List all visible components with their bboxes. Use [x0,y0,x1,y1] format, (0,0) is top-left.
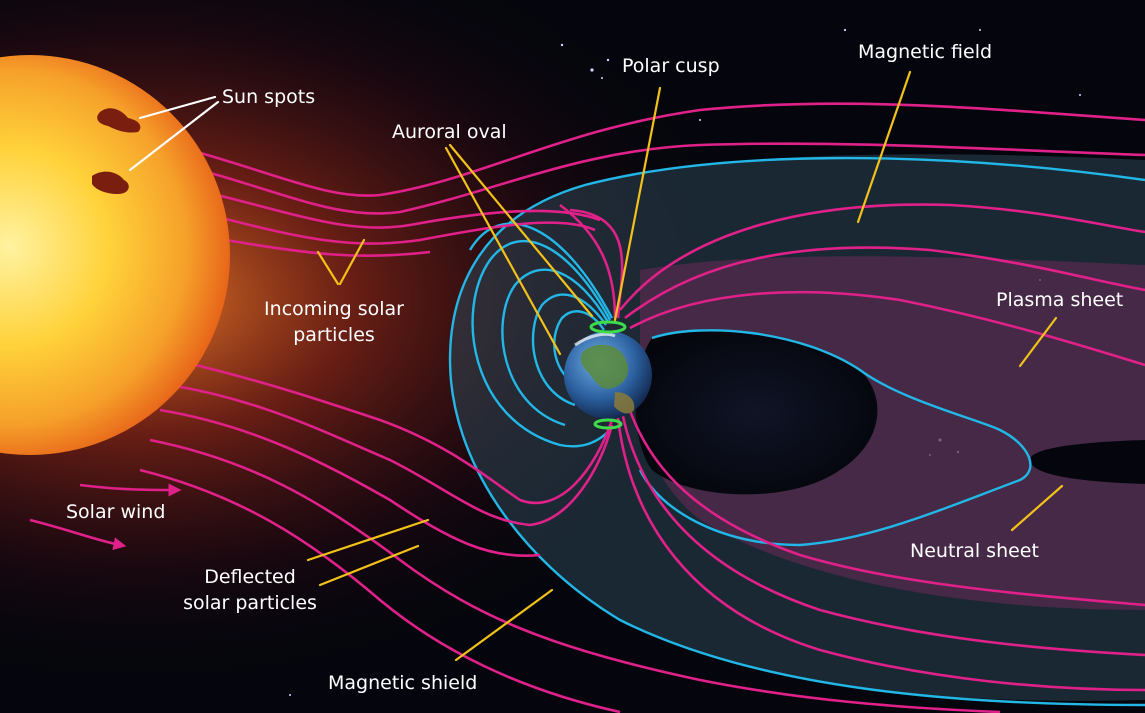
label-magnetic-field: Magnetic field [858,41,992,63]
label-deflected-line1: Deflected [204,566,296,588]
label-incoming-line1: Incoming solar [264,298,404,320]
label-neutral-sheet: Neutral sheet [910,540,1039,562]
auroral-ring-south [593,418,623,430]
neutral-sheet-gap [1030,440,1145,484]
label-magnetic-shield: Magnetic shield [328,672,477,694]
label-solar-wind: Solar wind [66,501,165,523]
sunspots [92,108,141,194]
auroral-ring-north [589,320,627,334]
sun-icon [0,55,230,455]
label-polar-cusp: Polar cusp [622,55,720,77]
magnetotail-cavity [635,330,878,495]
label-auroral-oval: Auroral oval [392,121,507,143]
label-deflected-line2: solar particles [183,592,317,614]
leader-lines [128,70,1064,662]
label-plasma-sheet: Plasma sheet [996,289,1123,311]
magnetic-field-lines [29,102,1145,713]
label-incoming-line2: particles [293,324,375,346]
earth-globe-icon [564,331,652,419]
label-sun-spots: Sun spots [222,86,315,108]
